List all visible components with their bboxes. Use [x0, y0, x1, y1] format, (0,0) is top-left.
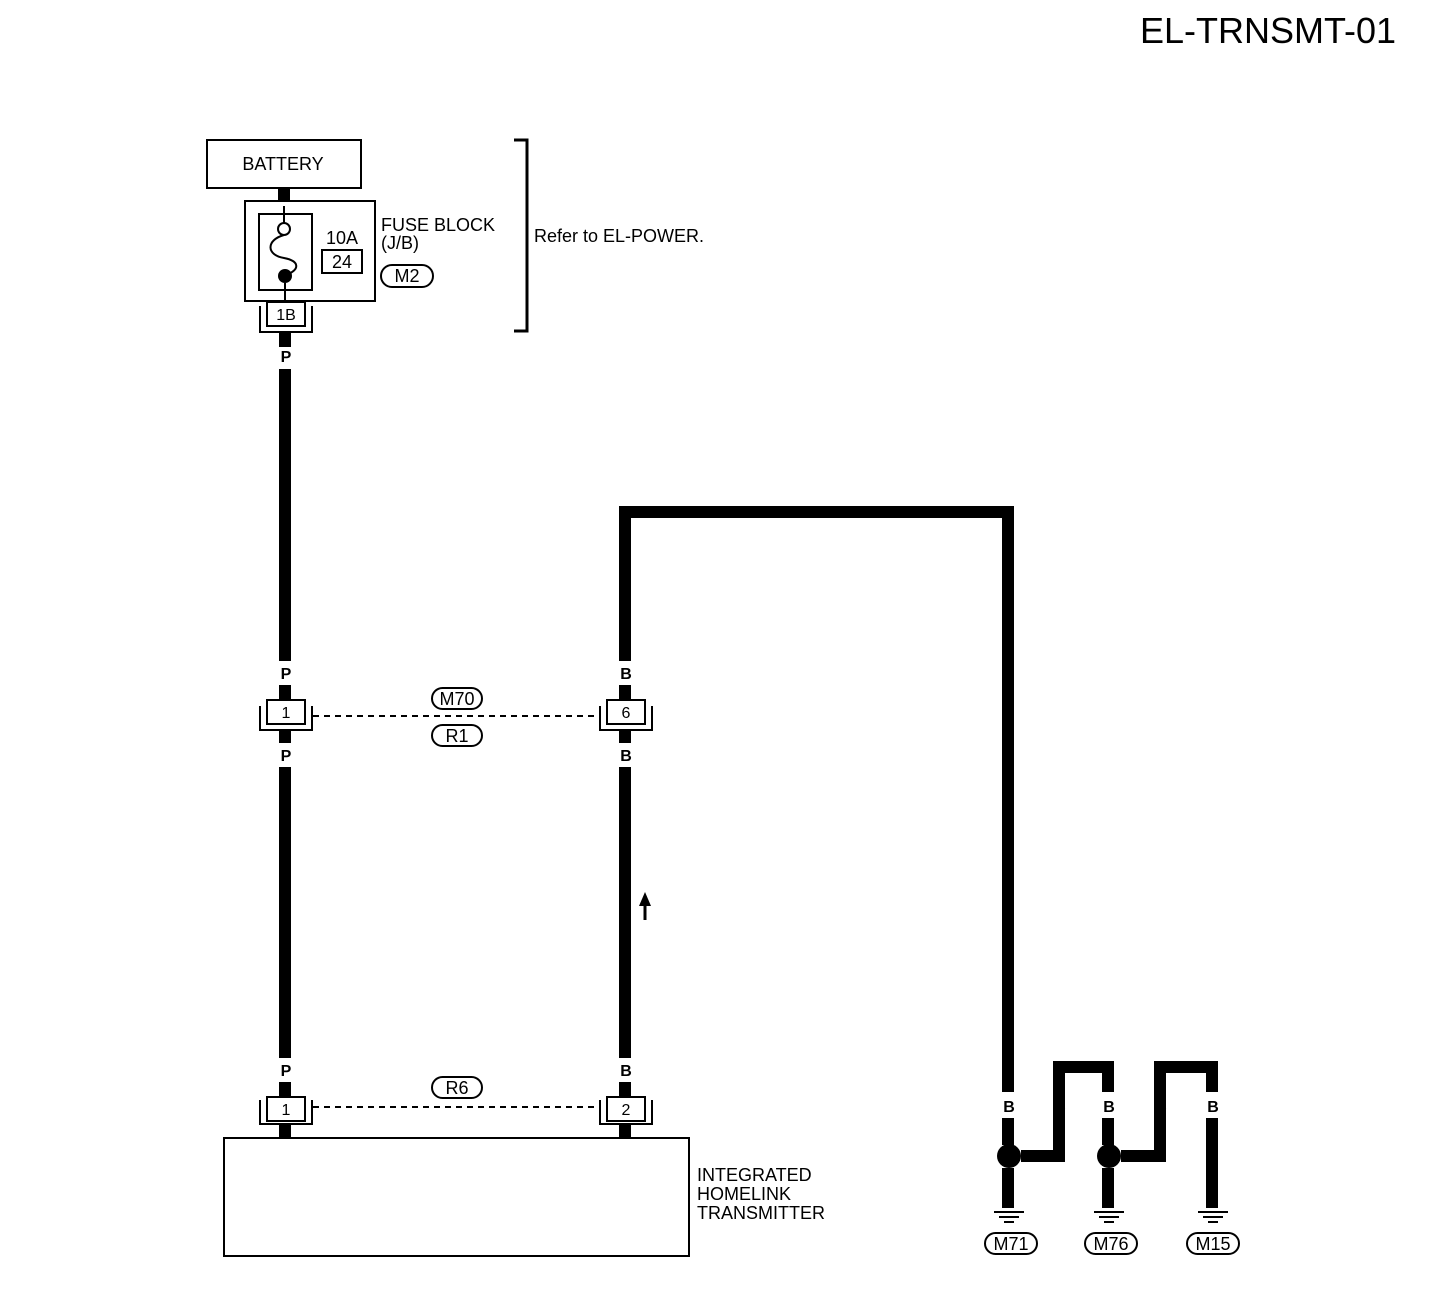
- terminal-1b-box: [266, 301, 306, 327]
- wire-color-p-4: P: [281, 1063, 292, 1080]
- reference-bracket: [514, 138, 529, 333]
- ground-tag-m76-label: M76: [1093, 1234, 1128, 1254]
- fuse-terminal-solid: [278, 269, 292, 283]
- wire-color-b-3: B: [620, 666, 632, 683]
- joint-upper-left-box: [266, 699, 306, 725]
- fuse-connector-tag: [380, 264, 434, 288]
- wire-color-b-1: B: [620, 1063, 632, 1080]
- battery-label: BATTERY: [242, 154, 323, 174]
- joint-tag-r6: [431, 1076, 483, 1099]
- joint-tag-m70-label: M70: [439, 689, 474, 709]
- ground-tag-m71-label: M71: [993, 1234, 1028, 1254]
- ground-wire-loop: [619, 506, 1014, 1092]
- transmitter-label-2: HOMELINK: [697, 1184, 791, 1204]
- splice-point-2: [1097, 1144, 1121, 1168]
- ground-tag-m76: [1084, 1232, 1138, 1255]
- joint-lower-left-terminal: 1: [282, 1102, 291, 1119]
- joint-lower-right-terminal: 2: [622, 1102, 631, 1119]
- fuse-amperage: 10A: [326, 228, 358, 248]
- joint-lower-right-bracket: [599, 1100, 653, 1125]
- fuse-block-sublabel: (J/B): [381, 233, 419, 253]
- joint-upper-right-bracket: [599, 706, 653, 731]
- transmitter-label-1: INTEGRATED: [697, 1165, 812, 1185]
- wire-color-p-2: P: [281, 666, 292, 683]
- transmitter-label-3: TRANSMITTER: [697, 1203, 825, 1223]
- joint-tag-m70: [431, 687, 483, 710]
- ground-wire-color-4: B: [1155, 1099, 1167, 1116]
- splice-point-1: [997, 1144, 1021, 1168]
- ground-symbol-icon: [994, 1211, 1024, 1223]
- joint-upper-right-terminal: 6: [622, 705, 631, 722]
- fuse-number-box: [321, 249, 363, 274]
- reference-text: Refer to EL-POWER.: [534, 226, 704, 246]
- fuse-number: 24: [332, 252, 352, 272]
- fuse-terminal-open: [277, 222, 291, 236]
- fuse-connector-label: M2: [394, 266, 419, 286]
- ground-tag-m71: [984, 1232, 1038, 1255]
- page-id: EL-TRNSMT-01: [1140, 10, 1396, 51]
- joint-tag-r1-label: R1: [445, 726, 468, 746]
- joint-tag-r6-label: R6: [445, 1078, 468, 1098]
- wire-color-p-3: P: [281, 748, 292, 765]
- battery-box: [206, 139, 362, 189]
- terminal-1b-label: 1B: [276, 307, 296, 324]
- wire-color-b-2: B: [620, 748, 632, 765]
- joint-lower-left-box: [266, 1096, 306, 1122]
- fuse-block-label: FUSE BLOCK: [381, 215, 495, 235]
- current-arrow-icon: [639, 892, 651, 906]
- fuse-icon: [269, 234, 298, 276]
- jumper-wire-1: [1021, 1061, 1114, 1162]
- ground-wire-color-5: B: [1207, 1099, 1219, 1116]
- jumper-wire-2: [1121, 1061, 1218, 1162]
- ground-tag-m15-label: M15: [1195, 1234, 1230, 1254]
- ground-wire-color-1: B: [1003, 1099, 1015, 1116]
- wire-color-p-1: P: [281, 349, 292, 366]
- ground-symbol-icon: [1094, 1211, 1124, 1223]
- joint-tag-r1: [431, 724, 483, 747]
- ground-wire-color-3: B: [1103, 1099, 1115, 1116]
- joint-upper-left-terminal: 1: [282, 705, 291, 722]
- ground-wire-color-2: B: [1054, 1099, 1066, 1116]
- transmitter-box: [223, 1137, 690, 1257]
- ground-tag-m15: [1186, 1232, 1240, 1255]
- ground-symbol-icon: [1198, 1211, 1228, 1223]
